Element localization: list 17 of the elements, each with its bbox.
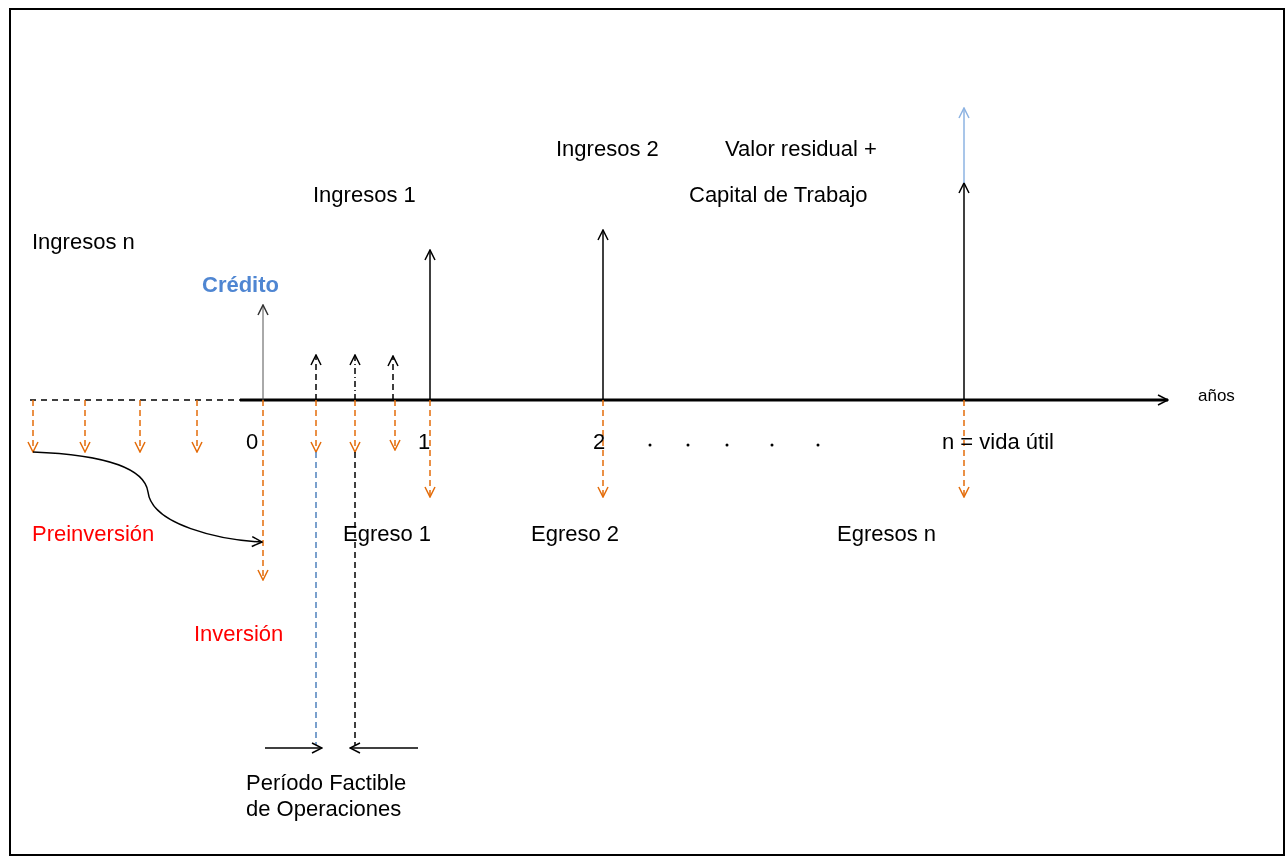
inflow-label: Valor residual + bbox=[725, 136, 877, 162]
inflow-label: Ingresos 2 bbox=[556, 136, 659, 162]
tick-label: 0 bbox=[246, 429, 259, 455]
inflow-label: Crédito bbox=[202, 272, 279, 298]
phase-label: Preinversión bbox=[32, 521, 155, 547]
period-label: Período Factible de Operaciones bbox=[246, 770, 408, 822]
tick-label: 2 bbox=[593, 429, 606, 455]
inflow-label: Ingresos n bbox=[32, 229, 135, 255]
outflow-label: Egreso 2 bbox=[531, 521, 620, 547]
axis-label: años bbox=[1198, 385, 1235, 407]
outflow-label: Egresos n bbox=[837, 521, 937, 547]
inflow-label: Capital de Trabajo bbox=[689, 182, 868, 208]
tick-label: n = vida útil bbox=[942, 429, 1054, 455]
phase-label: Inversión bbox=[194, 621, 284, 647]
outflow-label: Egreso 1 bbox=[343, 521, 432, 547]
tick-label: 1 bbox=[418, 429, 431, 455]
inflow-label: Ingresos 1 bbox=[313, 182, 416, 208]
